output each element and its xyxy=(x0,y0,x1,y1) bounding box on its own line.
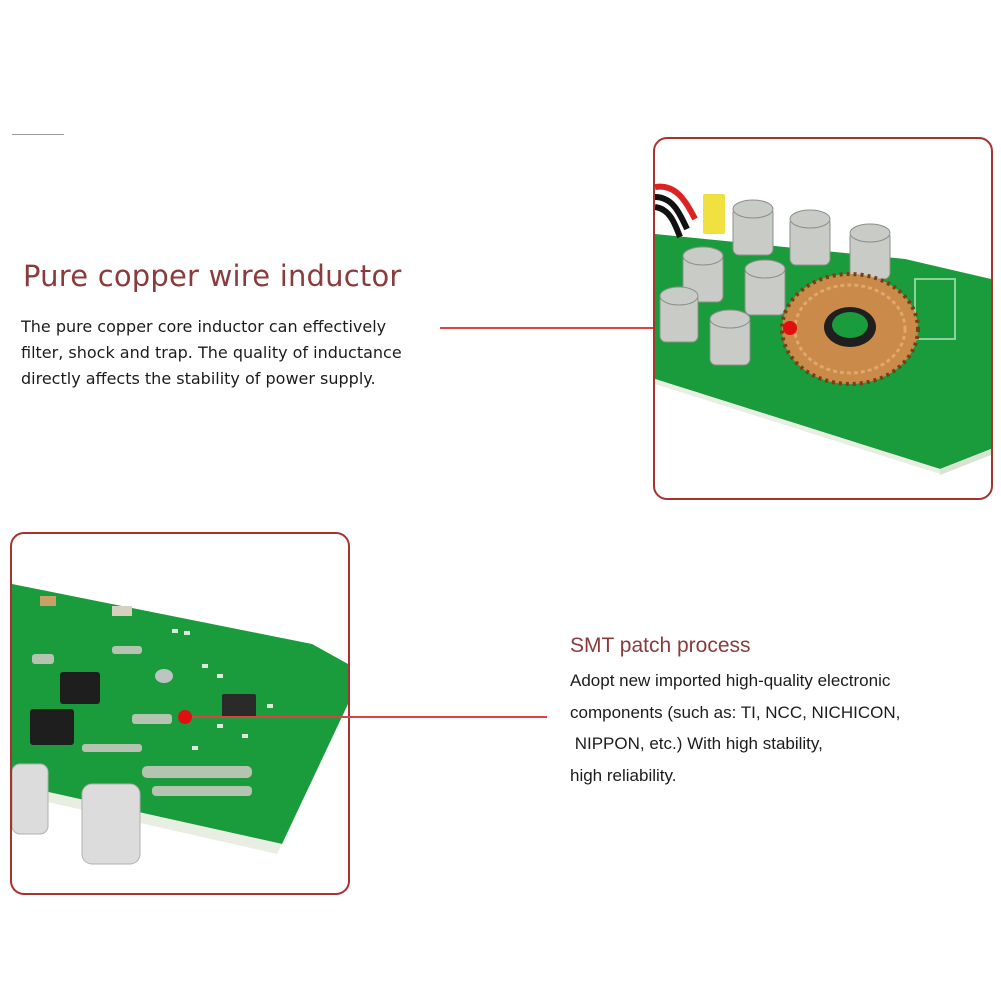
section-title-inductor: Pure copper wire inductor xyxy=(23,259,402,293)
body-line: directly affects the stability of power … xyxy=(21,369,376,388)
section-title-smt: SMT patch process xyxy=(570,634,751,657)
pointer-line-inductor xyxy=(440,327,790,329)
section-body-inductor: The pure copper core inductor can effect… xyxy=(21,314,441,392)
inductor-photo xyxy=(653,137,993,500)
decorative-divider xyxy=(12,134,64,135)
body-line: The pure copper core inductor can effect… xyxy=(21,317,387,336)
body-line: components (such as: TI, NCC, NICHICON, xyxy=(570,702,901,722)
body-line: filter, shock and trap. The quality of i… xyxy=(21,343,402,362)
pointer-dot-smt xyxy=(178,710,192,724)
pointer-line-smt xyxy=(185,716,547,718)
body-line: NIPPON, etc.) With high stability, xyxy=(570,734,823,753)
pointer-dot-inductor xyxy=(783,321,797,335)
section-body-smt: Adopt new imported high-quality electron… xyxy=(570,665,900,791)
inductor-board-illustration xyxy=(655,183,991,475)
body-line: high reliability. xyxy=(570,765,677,785)
body-line: Adopt new imported high-quality electron… xyxy=(570,671,891,690)
